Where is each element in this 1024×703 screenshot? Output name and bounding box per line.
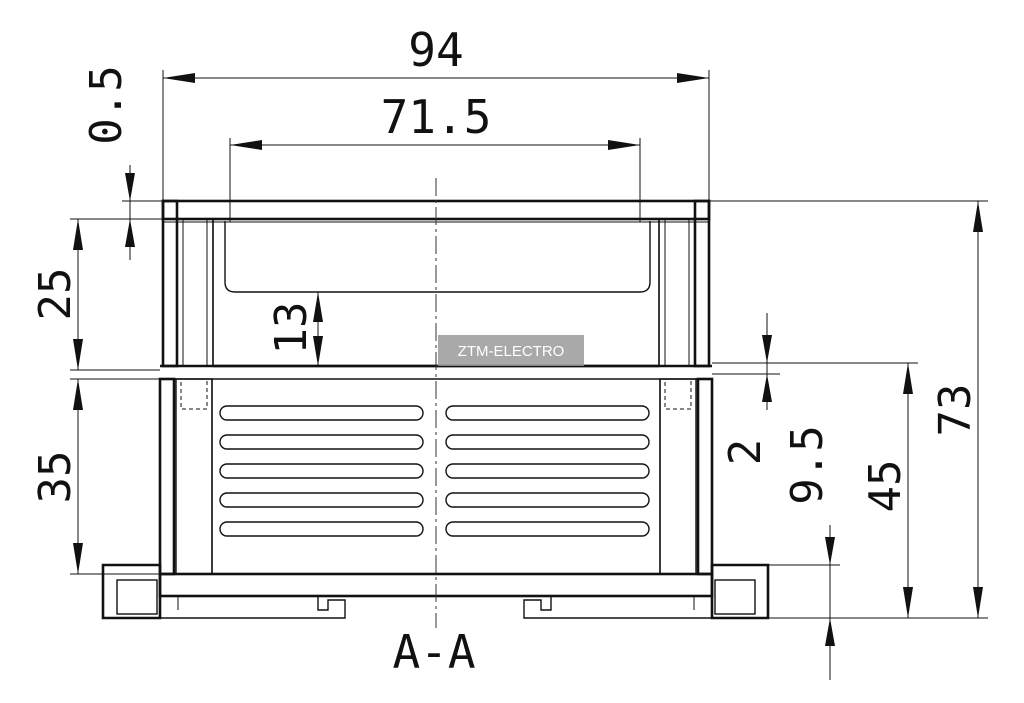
dim-base-height: 45 bbox=[860, 460, 911, 513]
dim-inner-width: 71.5 bbox=[381, 90, 492, 144]
dim-total-height: 73 bbox=[930, 384, 981, 437]
watermark-text: ZTM-ELECTRO bbox=[458, 343, 565, 360]
vent-slots-left bbox=[219, 405, 424, 537]
dim-step: 2 bbox=[720, 439, 771, 466]
dim-lid-thickness: 0.5 bbox=[81, 65, 132, 144]
dim-inner-recess: 13 bbox=[266, 302, 317, 355]
lid bbox=[161, 199, 711, 368]
watermark: ZTM-ELECTRO bbox=[438, 335, 584, 366]
dim-flange-height: 9.5 bbox=[782, 425, 833, 504]
dimension-lines bbox=[70, 70, 988, 680]
dim-overall-width: 94 bbox=[408, 23, 463, 77]
body bbox=[101, 364, 770, 620]
dim-lid-height: 25 bbox=[30, 268, 81, 321]
dim-body-height: 35 bbox=[30, 451, 81, 504]
section-label: A-A bbox=[392, 625, 475, 679]
vent-slots-right bbox=[445, 405, 650, 537]
